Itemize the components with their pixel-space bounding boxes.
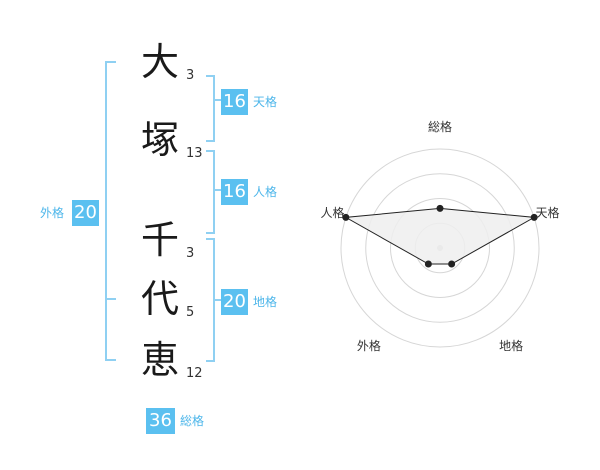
chikaku-badge: 20 [221,289,248,315]
stroke-count-3: 3 [186,246,195,261]
jinkaku-tick [215,189,221,191]
radar-axis-label: 総格 [428,119,452,134]
soukaku-label: 総格 [180,414,205,428]
stroke-count-5: 12 [186,366,203,381]
name-char-3: 千 [140,218,179,262]
gaikaku-bracket [105,61,116,361]
stroke-count-4: 5 [186,305,195,320]
tenkaku-bracket [206,75,215,142]
name-char-2: 塚 [140,118,179,162]
radar-axis-label: 天格 [535,205,559,220]
name-char-5: 恵 [140,338,179,382]
radar-axis-label: 地格 [499,338,523,353]
radar-data-point [436,204,444,212]
stroke-count-2: 13 [186,146,203,161]
gaikaku-badge: 20 [72,200,99,226]
gaikaku-label: 外格 [40,206,65,220]
jinkaku-label: 人格 [253,185,278,199]
jinkaku-badge: 16 [221,179,248,205]
tenkaku-label: 天格 [253,95,278,109]
tenkaku-badge: 16 [221,89,248,115]
radar-data-point [530,213,538,221]
soukaku-badge: 36 [146,408,175,434]
radar-data-point [448,260,456,268]
radar-grid-ring [365,173,515,323]
chikaku-label: 地格 [253,295,278,309]
radar-grid-ring [340,148,540,348]
jinkaku-bracket [206,150,215,234]
name-char-4: 代 [140,277,179,321]
radar-data-polygon [344,207,536,265]
radar-grid-ring [390,198,490,298]
name-char-1: 大 [140,40,179,84]
radar-data-point [424,260,432,268]
chikaku-bracket [206,238,215,362]
radar-axis-label: 人格 [321,205,345,220]
gaikaku-bracket-tick [105,298,116,300]
tenkaku-tick [215,99,221,101]
radar-axis-label: 外格 [357,338,381,353]
stroke-count-1: 3 [186,68,195,83]
chikaku-tick [215,299,221,301]
radar-data-point [342,213,350,221]
